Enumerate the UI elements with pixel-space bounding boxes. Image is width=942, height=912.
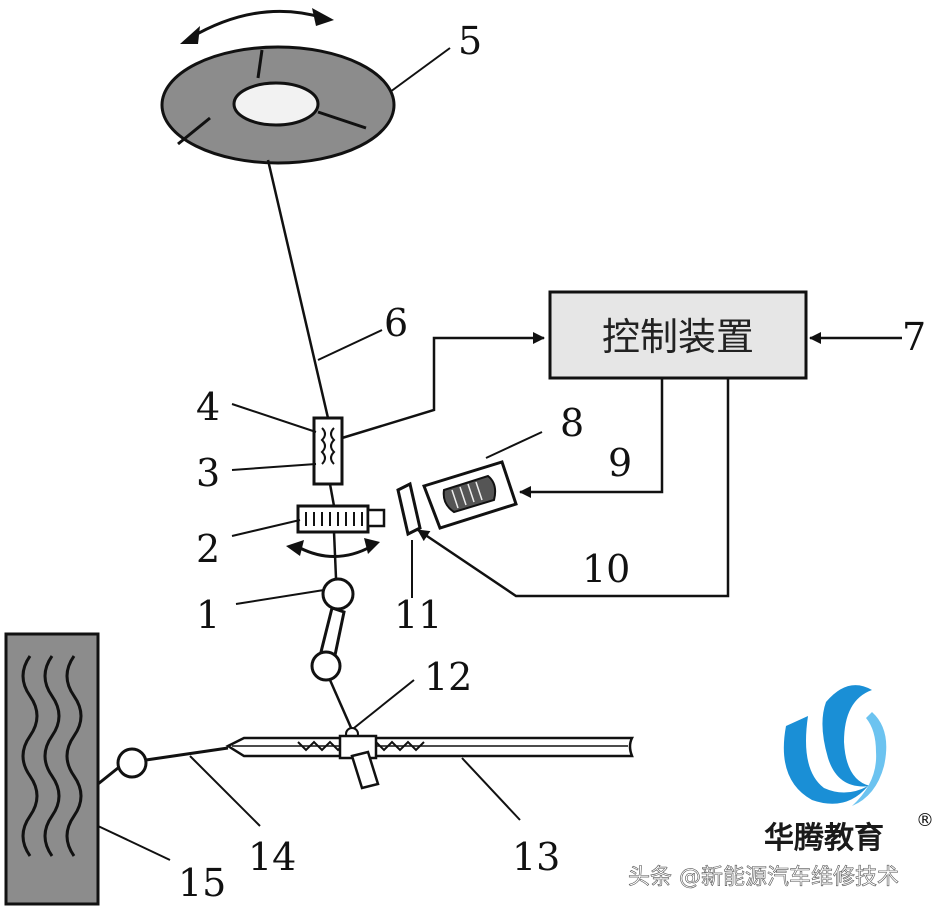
rotation-arrow-icon — [180, 8, 334, 44]
steering-wheel — [160, 45, 396, 165]
registered-mark: ® — [916, 810, 934, 831]
tie-rod — [97, 746, 229, 786]
control-unit-label: 控制装置 — [602, 315, 754, 359]
electromagnetic-clutch — [396, 481, 422, 537]
label-5: 5 — [458, 19, 482, 63]
label-2: 2 — [196, 527, 220, 571]
steering-shaft-gear — [296, 504, 386, 534]
road-wheel — [4, 632, 100, 906]
label-7: 7 — [902, 315, 926, 359]
torque-sensor — [312, 416, 344, 486]
label-9: 9 — [608, 441, 632, 485]
huateng-logo: 华腾教育 ® — [764, 685, 934, 856]
label-14: 14 — [248, 835, 296, 879]
label-12: 12 — [424, 655, 472, 699]
label-10: 10 — [582, 547, 630, 591]
label-6: 6 — [384, 301, 408, 345]
logo-text: 华腾教育 — [764, 821, 884, 856]
steering-column — [266, 159, 330, 419]
label-3: 3 — [196, 451, 220, 495]
steering-rack — [225, 734, 635, 790]
label-13: 13 — [512, 835, 560, 879]
label-4: 4 — [196, 385, 220, 429]
assist-motor — [422, 460, 518, 530]
control-unit: 控制装置 — [548, 290, 808, 380]
label-15: 15 — [178, 861, 226, 905]
label-11: 11 — [394, 593, 442, 637]
leader-lines — [97, 47, 543, 861]
shaft-rotation-icon — [286, 538, 380, 558]
label-1: 1 — [196, 593, 220, 637]
watermark: 头条 @新能源汽车维修技术 — [628, 865, 899, 890]
signal-lines — [341, 332, 902, 598]
universal-joint-linkage — [310, 577, 359, 741]
label-8: 8 — [560, 401, 584, 445]
part-numbers: 1 2 3 4 5 6 7 8 9 10 11 12 13 14 15 — [178, 19, 926, 905]
logo-mark-icon — [783, 685, 887, 806]
